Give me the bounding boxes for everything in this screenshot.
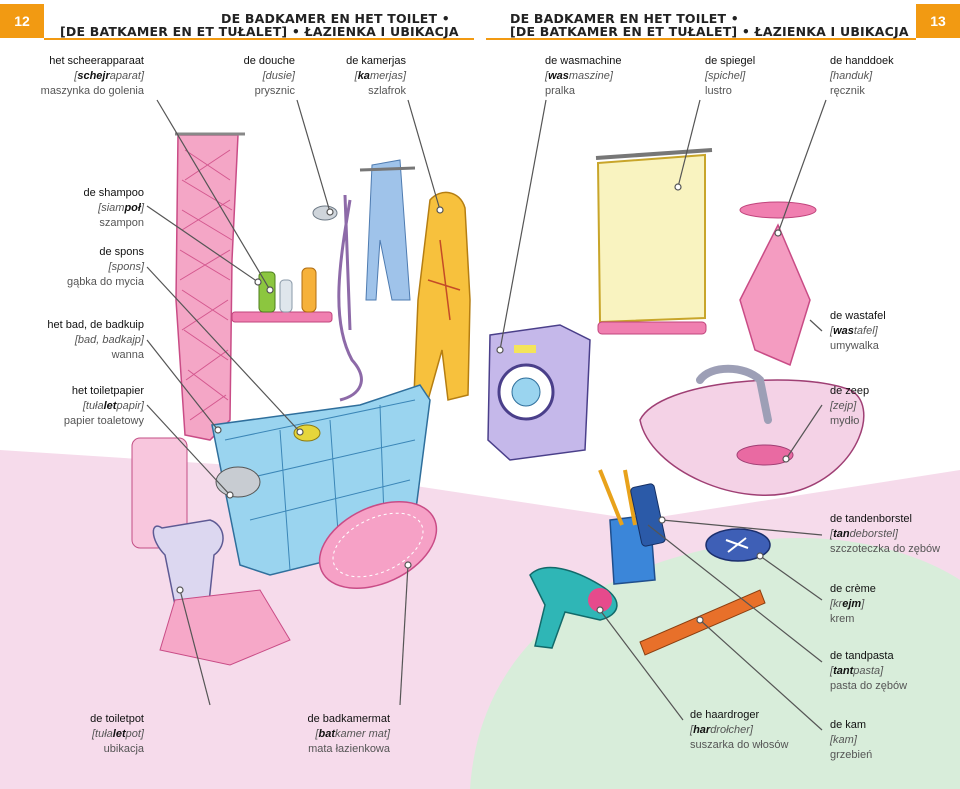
- right-page-number-badge: 13: [916, 4, 960, 38]
- shower-curtain: [175, 134, 239, 441]
- label-handdoek: de handdoek [handuk] ręcznik: [830, 55, 894, 97]
- left-page-number-badge: 12: [0, 4, 44, 38]
- toilet-paper: [215, 466, 261, 498]
- label-spons: de spons [spons] gąbka do mycia: [66, 246, 144, 288]
- label-wasmachine: de wasmachine [wasmaszine] pralka: [545, 55, 622, 97]
- header-rule-right: [486, 38, 916, 40]
- toilet-mat: [159, 589, 291, 666]
- bath-mat-pattern: [332, 512, 424, 578]
- toothbrushes: [598, 469, 637, 526]
- bath-shelf: [231, 311, 333, 323]
- washing-machine-glass: [511, 377, 541, 407]
- bathrobe: [413, 191, 471, 401]
- label-wastafel: de wastafel [wastafel] umywalka: [830, 310, 886, 352]
- blue-towel: [365, 159, 411, 301]
- label-haardroger: de haardroger [hardrołcher] suszarka do …: [690, 709, 789, 751]
- label-zeep: de zeep [zejp] mydło: [830, 385, 870, 427]
- label-creme: de crème [krejm] krem: [830, 583, 876, 625]
- label-toiletpapier: het toiletpapier [tułaletpapir] papier t…: [63, 385, 144, 427]
- label-badkamermat: de badkamermat [batkamer mat] mata łazie…: [307, 713, 390, 755]
- label-spiegel: de spiegel [spichel] lustro: [705, 55, 756, 97]
- towel-hook: [739, 201, 817, 219]
- label-toiletpot: de toiletpot [tułaletpot] ubikacja: [90, 713, 144, 755]
- label-bad: het bad, de badkuip [bad, badkajp] wanna: [47, 319, 144, 361]
- left-page-title: DE BADKAMER EN HET TOILET • [DE BATKAMER…: [60, 11, 459, 39]
- hair-dryer-nozzle: [588, 588, 612, 612]
- mirror: [596, 153, 706, 324]
- shampoo-bottle: [258, 271, 276, 313]
- mirror-lamp: [595, 148, 713, 160]
- header-rule-left: [44, 38, 474, 40]
- curtain-pattern: [179, 149, 233, 421]
- cream-jar-mark: [725, 537, 749, 553]
- label-scheerapparaat: het scheerapparaat [schejraparat] maszyn…: [40, 55, 144, 97]
- washing-machine-display: [514, 345, 536, 353]
- left-page-number: 12: [14, 13, 30, 29]
- soap: [736, 444, 794, 466]
- shower-hose: [337, 194, 363, 402]
- label-kam: de kam [kam] grzebień: [830, 719, 873, 761]
- label-tandenborstel: de tandenborstel [tandeborstel] szczotec…: [830, 513, 941, 555]
- hand-towel: [739, 223, 811, 367]
- label-douche: de douche [dusie] prysznic: [243, 55, 295, 97]
- label-shampoo: de shampoo [siampoł] szampon: [83, 187, 144, 229]
- bottle-white: [279, 279, 293, 313]
- faucet: [696, 364, 772, 424]
- mirror-shelf: [597, 321, 707, 335]
- label-kamerjas: de kamerjas [kamerjas] szlafrok: [346, 55, 406, 97]
- label-tandpasta: de tandpasta [tantpasta] pasta do zębów: [830, 650, 908, 692]
- tub-tiles: [224, 399, 416, 571]
- bathrobe-details: [427, 239, 461, 321]
- leader-lines: [146, 99, 827, 731]
- hair-dryer: [529, 566, 618, 649]
- right-page-number: 13: [930, 13, 946, 29]
- sink: [639, 379, 865, 496]
- right-page-title: DE BADKAMER EN HET TOILET • [DE BATKAMER…: [510, 11, 909, 39]
- towel-rail: [359, 166, 416, 172]
- bottle-orange: [301, 267, 317, 313]
- toothpaste-tube: [630, 483, 666, 547]
